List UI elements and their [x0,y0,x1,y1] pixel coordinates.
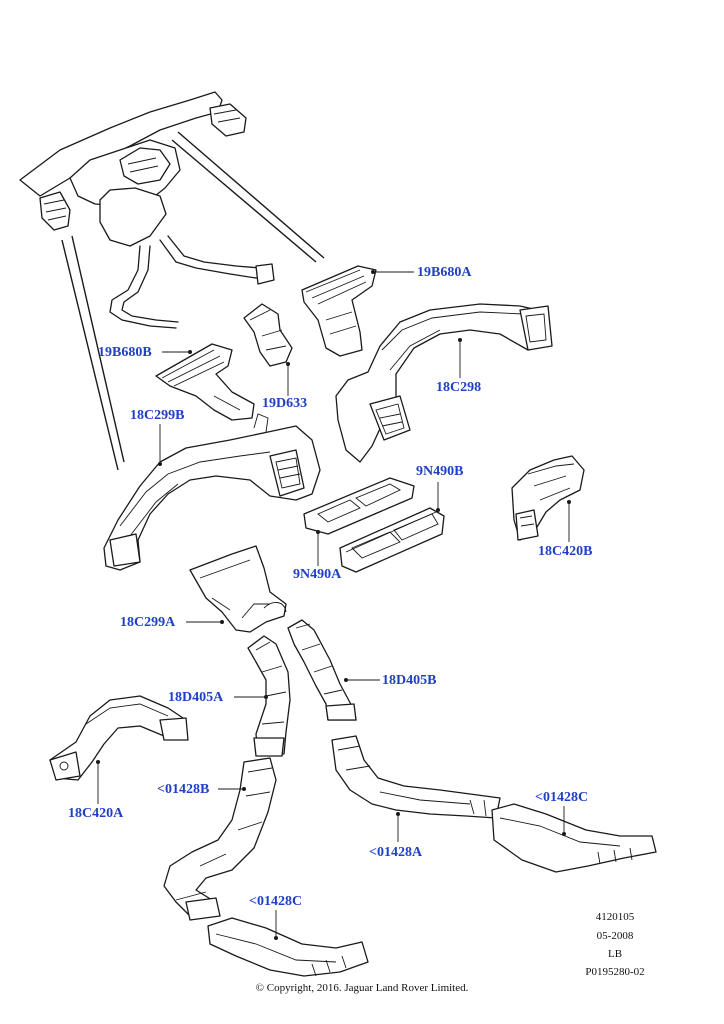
illustration-code: 4120105 [595,911,635,923]
callout-9N490A: 9N490A [293,567,342,582]
guide-line-right-outer [177,131,325,259]
guide-line-right-inner [171,139,317,263]
callout-19B680A: 19B680A [417,265,472,280]
part-18C420B-bracket [511,455,585,541]
part-19B680A-vent [301,265,377,357]
part-18C298-duct [335,303,553,463]
dash-duct-assembly [19,91,275,329]
illustration-variant: LB [607,948,623,960]
guide-line-left-outer [61,239,119,471]
part-18D405B-hose [287,619,357,721]
callout-18D405B: 18D405B [382,673,437,688]
part-01428A-duct [331,735,501,819]
guide-line-left-inner [71,235,125,463]
copyright-notice: © Copyright, 2016. Jaguar Land Rover Lim… [255,982,469,994]
part-18D405A-hose [247,635,291,757]
callout-01428B: <01428B [157,782,210,797]
callout-01428A: <01428A [369,845,423,860]
callout-18C420A: 18C420A [68,806,124,821]
part-18C299A-adaptor [189,545,287,633]
part-9N490A-grille [339,507,445,573]
callout-18C420B: 18C420B [538,544,593,559]
callout-18C299A: 18C299A [120,615,176,630]
callout-leaders [96,270,571,940]
callout-19D633: 19D633 [262,396,308,411]
callout-01428C-bottom: <01428C [249,894,303,909]
callout-18D405A: 18D405A [168,690,224,705]
part-18C420A-bracket [49,695,189,781]
callout-18C299B: 18C299B [130,408,185,423]
part-19D633-clip [243,303,293,367]
part-18C299B-duct [103,413,321,571]
callout-01428C-right: <01428C [535,790,589,805]
part-01428B-duct [163,757,277,921]
illustration-date: 05-2008 [596,930,634,942]
part-19B680B-vent [155,343,255,421]
illustration-id: P0195280-02 [585,966,645,978]
part-01428C-duct-bottom [207,917,369,977]
part-01428C-duct-right [491,803,657,873]
part-9N490B-grille [303,477,415,535]
callout-19B680B: 19B680B [98,345,152,360]
callout-9N490B: 9N490B [416,464,464,479]
callout-18C298: 18C298 [436,380,482,395]
